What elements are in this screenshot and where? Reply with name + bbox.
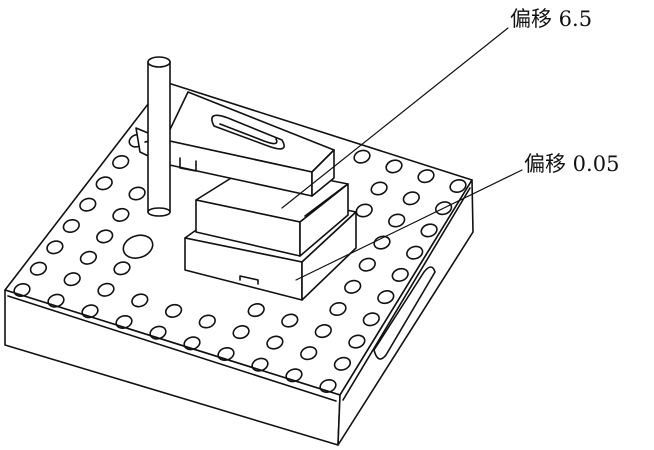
plate-hole — [128, 185, 147, 201]
callout-label-offset-6-5: 偏移 6.5 — [510, 7, 593, 31]
plate-hole — [97, 282, 116, 298]
plate-hole — [319, 378, 338, 394]
plate-hole — [420, 222, 439, 238]
upper-plate — [136, 92, 334, 196]
plate-hole — [111, 154, 130, 170]
plate-hole — [402, 190, 421, 206]
plate-hole — [299, 345, 318, 361]
plate-hole — [329, 301, 348, 317]
plate-hole — [405, 245, 424, 261]
plate-hole — [280, 312, 299, 328]
plate-hole — [343, 279, 362, 295]
plate-hole — [387, 212, 406, 228]
plate-hole — [81, 303, 100, 319]
plate-hole — [120, 232, 155, 262]
plate-hole — [362, 311, 381, 327]
plate-hole — [376, 289, 395, 305]
plate-hole — [251, 357, 270, 373]
plate-hole — [285, 367, 304, 383]
plate-hole — [417, 168, 436, 184]
plate-hole — [434, 200, 453, 216]
plate-hole — [391, 267, 410, 283]
locating-pin — [148, 57, 170, 216]
plate-hole — [95, 228, 114, 244]
plate-hole — [130, 292, 149, 308]
plate-hole — [47, 293, 66, 309]
plate-hole — [113, 260, 132, 276]
plate-hole — [449, 178, 468, 194]
oblong-slot — [212, 115, 284, 149]
plate-hole — [45, 239, 64, 255]
plate-hole — [265, 334, 284, 350]
leader-line-offset-6-5 — [282, 28, 508, 208]
plate-hole — [232, 324, 251, 340]
callout-label-offset-0-05: 偏移 0.05 — [524, 152, 620, 176]
plate-hole — [63, 271, 82, 287]
plate-hole — [198, 313, 217, 329]
plate-hole — [13, 282, 32, 298]
plate-hole — [373, 234, 392, 250]
plate-hole — [79, 250, 98, 266]
plate-hole — [385, 158, 404, 174]
plate-hole — [95, 175, 114, 191]
plate-hole — [78, 197, 97, 213]
plate-hole — [111, 207, 130, 223]
side-slot — [374, 267, 435, 359]
plate-hole — [370, 180, 389, 196]
plate-hole — [353, 149, 372, 165]
base-plate-right-face — [338, 180, 473, 445]
plate-hole — [115, 314, 134, 330]
leader-line-offset-0-05 — [296, 170, 522, 280]
plate-hole — [62, 218, 81, 234]
plate-hole — [29, 261, 48, 277]
plate-hole — [217, 346, 236, 362]
plate-hole — [347, 333, 366, 349]
leader-lines — [282, 28, 522, 280]
plate-hole — [164, 303, 183, 319]
plate-hole — [358, 257, 377, 273]
plate-hole — [333, 356, 352, 372]
plate-hole — [149, 325, 168, 341]
plate-hole — [247, 302, 266, 318]
hole-pattern — [13, 133, 468, 395]
plate-hole — [183, 335, 202, 351]
plate-hole — [314, 323, 333, 339]
